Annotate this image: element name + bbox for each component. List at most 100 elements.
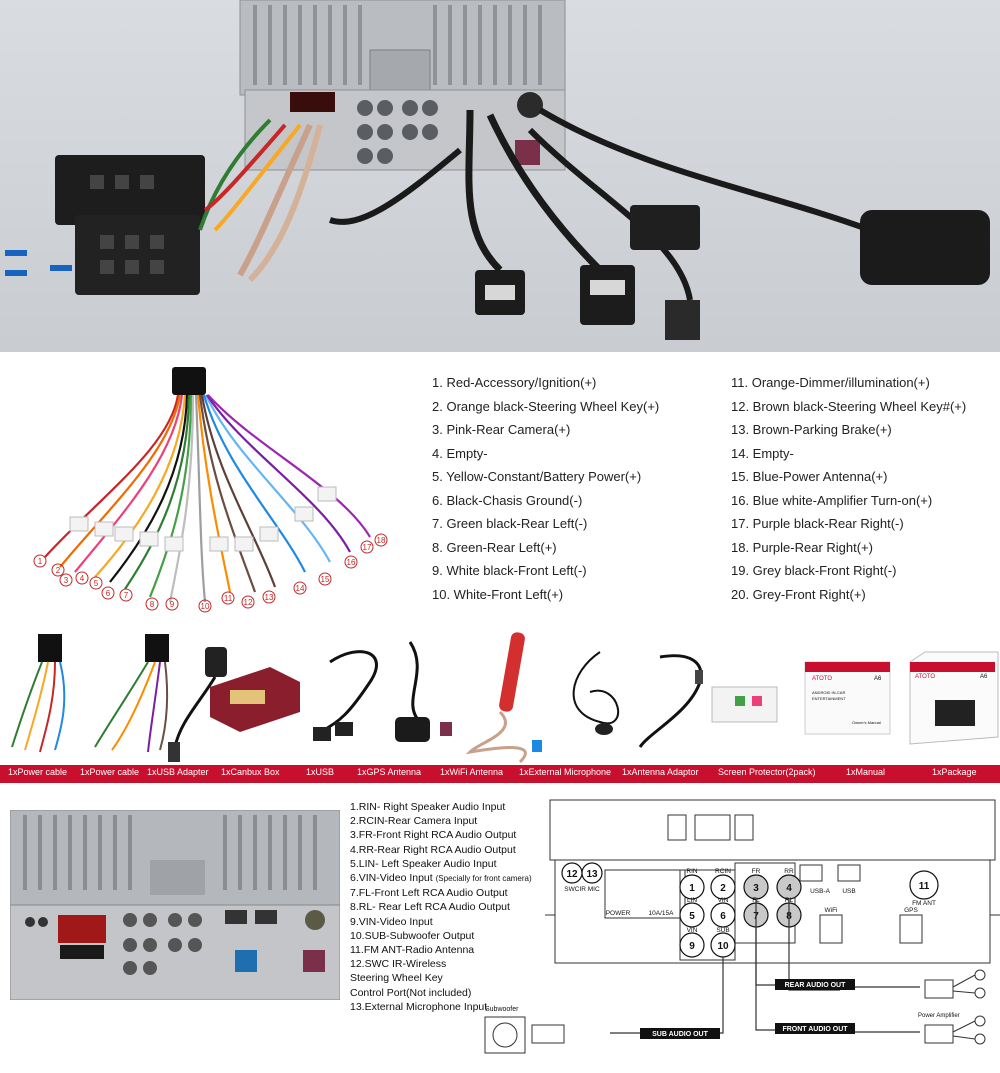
svg-text:4: 4	[80, 574, 85, 583]
wire-item: 8. Green-Rear Left(+)	[432, 539, 557, 555]
harness-pinout-section: 1 2 3 4 5 6 7 8 9 10 11 12 13 14 15 16 1…	[0, 352, 1000, 622]
port-item: 11.FM ANT-Radio Antenna	[350, 944, 475, 957]
port-item: 10.SUB-Subwoofer Output	[350, 929, 475, 942]
subwoofer-speaker-icon	[492, 1022, 518, 1048]
screen-protector-icon	[711, 686, 778, 723]
label-12: 12	[566, 869, 578, 880]
pin-marker: 13	[262, 590, 276, 604]
port-item-main: 6.VIN-Video Input	[350, 872, 433, 885]
label-usb: USB	[842, 888, 855, 895]
pin-marker: 14	[293, 581, 307, 595]
accessories-illustration: ATOTO A6 ANDROID IN-CAR ENTERTAINMENT Ow…	[11, 632, 999, 764]
power-cable-icon	[11, 634, 66, 753]
wire-item: 12. Brown black-Steering Wheel Key#(+)	[731, 398, 967, 414]
pin-marker: 1	[33, 554, 47, 568]
wire-item: 19. Grey black-Front Right(-)	[731, 563, 897, 578]
port-item: 1.RIN- Right Speaker Audio Input	[350, 801, 506, 813]
pin-marker: 12	[241, 595, 255, 609]
label-4: 4	[786, 883, 792, 894]
speaker-plug-icon	[974, 987, 986, 999]
pin-marker: 10	[198, 599, 212, 613]
wire-item: 18. Purple-Rear Right(+)	[731, 539, 873, 555]
acc-label: 1xGPS Antenna	[357, 767, 422, 777]
port-item-note: (Specially for front camera)	[435, 874, 532, 884]
manual-line1: ANDROID IN-CAR	[812, 690, 845, 695]
port-item: Control Port(Not included)	[350, 986, 472, 999]
port-item: 4.RR-Rear Right RCA Audio Output	[350, 843, 516, 856]
label-front-audio-out: FRONT AUDIO OUT	[782, 1026, 848, 1033]
label-power: POWER	[606, 910, 631, 917]
label-9: 9	[689, 941, 695, 952]
label-fmant: FM ANT	[912, 900, 936, 907]
front-amp-box	[924, 1024, 954, 1044]
label-1: 1	[689, 883, 695, 894]
label-lin: LIN	[687, 897, 697, 904]
svg-text:8: 8	[150, 600, 155, 609]
acc-label: 1xExternal Microphone	[519, 767, 612, 777]
pin-marker: 8	[145, 597, 159, 611]
label-5: 5	[689, 911, 695, 922]
svg-text:18: 18	[377, 536, 386, 545]
pin-marker: 18	[374, 533, 388, 547]
port-item: 7.FL-Front Left RCA Audio Output	[350, 887, 508, 900]
label-gps: GPS	[904, 907, 918, 914]
port-item: 3.FR-Front Right RCA Audio Output	[350, 829, 517, 842]
port-item: 9.VIN-Video Input	[350, 915, 433, 928]
port-item: 13.External Microphone Input	[350, 1000, 488, 1013]
svg-text:6: 6	[106, 589, 111, 598]
rear-harness-illustration	[5, 0, 990, 340]
wire-item: 14. Empty-	[731, 445, 794, 461]
label-usba: USB-A	[810, 888, 831, 895]
wire-item: 15. Blue-Power Antenna(+)	[731, 469, 888, 484]
acc-label: 1xPackage	[932, 767, 977, 777]
connection-diagram: 12 13 1 2 3 4 5 6 7 8 9 10 11 SWCIR MIC …	[484, 799, 1000, 1054]
wire-item: 20. Grey-Front Right(+)	[731, 586, 866, 602]
label-fr: FR	[752, 868, 761, 875]
pin-marker: 9	[165, 597, 179, 611]
svg-text:17: 17	[363, 543, 372, 552]
label-vin2: VIN	[687, 927, 698, 934]
wire-list-right: 11. Orange-Dimmer/illumination(+) 12. Br…	[731, 371, 966, 606]
svg-text:14: 14	[296, 584, 305, 593]
wire-item: 13. Brown-Parking Brake(+)	[731, 422, 892, 437]
acc-label: 1xUSB	[306, 767, 335, 777]
label-swcir-mic: SWCIR MIC	[564, 886, 600, 893]
manual-line2: ENTERTAINMENT	[812, 696, 846, 701]
label-10: 10	[717, 941, 729, 952]
acc-label: 1xPower cable	[8, 767, 68, 777]
wire-item: 2. Orange black-Steering Wheel Key(+)	[432, 398, 660, 414]
speaker-plug-icon	[974, 1033, 986, 1045]
accessories-label-bar: 1xPower cable 1xPower cable 1xUSB Adapte…	[0, 765, 1000, 783]
svg-text:1: 1	[38, 557, 43, 566]
acc-label: Screen Protector(2pack)	[718, 767, 816, 777]
package-brand: ATOTO	[915, 674, 935, 680]
svg-text:13: 13	[265, 593, 274, 602]
port-item: 8.RL- Rear Left RCA Audio Output	[350, 901, 510, 914]
wire-item: 4. Empty-	[432, 445, 488, 461]
pin-number-markers: 1 2 3 4 5 6 7 8 9 10 11 12 13 14 15 16 1…	[33, 533, 388, 613]
acc-label: 1xUSB Adapter	[147, 767, 209, 777]
svg-text:10: 10	[201, 602, 210, 611]
canbus-box-icon	[210, 667, 300, 732]
label-2: 2	[720, 883, 726, 894]
port-item: 12.SWC IR-Wireless	[350, 958, 447, 971]
speaker-plug-icon	[974, 969, 986, 981]
port-item: 6.VIN-Video Input (Specially for front c…	[350, 871, 532, 886]
sub-amp-box	[531, 1024, 565, 1044]
usb-cable-icon	[313, 650, 378, 741]
svg-text:7: 7	[124, 591, 129, 600]
wire-item: 11. Orange-Dimmer/illumination(+)	[731, 375, 930, 390]
label-rcin: RCIN	[715, 868, 731, 875]
wire-list-left: 1. Red-Accessory/Ignition(+) 2. Orange b…	[432, 371, 659, 606]
wifi-antenna-icon	[465, 632, 542, 764]
acc-label: 1xWiFi Antenna	[440, 767, 504, 777]
label-3: 3	[753, 883, 759, 894]
rear-amp-box	[924, 979, 954, 999]
pin-marker: 2	[51, 563, 65, 577]
pin-marker: 4	[75, 571, 89, 585]
label-fuse: 10A/15A	[649, 910, 675, 917]
acc-label: 1xAntenna Adaptor	[622, 767, 699, 777]
svg-text:15: 15	[321, 575, 330, 584]
front-audio-out-tag	[775, 1023, 855, 1034]
power-cable-icon	[94, 634, 169, 753]
